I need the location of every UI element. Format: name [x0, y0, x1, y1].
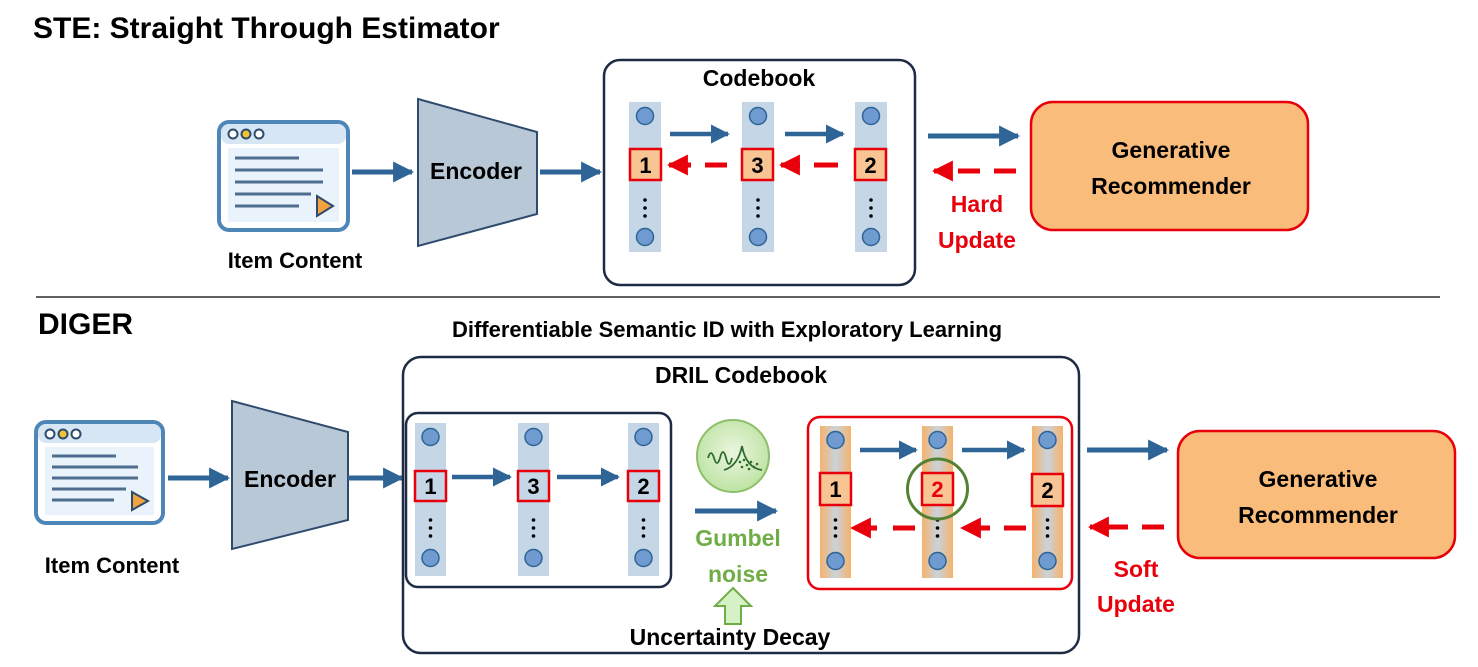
selected-code-highlight	[906, 457, 969, 521]
ste-recommender-label-1: Generative	[1112, 137, 1231, 163]
ste-code-1: 1	[639, 153, 651, 178]
uncertainty-decay-label: Uncertainty Decay	[630, 624, 831, 650]
dril-left-column-2: 3	[516, 423, 551, 576]
gumbel-noise-label-1: Gumbel	[695, 525, 781, 551]
gumbel-noise-icon	[696, 419, 770, 493]
ste-code-box-3	[853, 147, 888, 182]
dril-right-column-3: 2	[1030, 426, 1065, 578]
ste-codebook-label: Codebook	[703, 65, 816, 91]
gumbel-noise-label-2: noise	[708, 561, 768, 587]
dril-left-code-3: 2	[637, 474, 649, 499]
diger-recommender-label-2: Recommender	[1238, 502, 1398, 528]
ste-encoder	[417, 97, 538, 248]
dril-codebook-label: DRIL Codebook	[655, 362, 827, 388]
dril-right-column-2: 2	[906, 426, 969, 578]
ste-update-label-2: Update	[938, 227, 1016, 253]
diger-item-label: Item Content	[45, 553, 180, 578]
ste-codebook-column-1: 1	[628, 102, 663, 252]
ste-code-box-1	[628, 147, 663, 182]
browser-window-icon	[217, 120, 350, 232]
browser-window-icon	[34, 420, 165, 525]
dril-left-code-1: 1	[424, 474, 436, 499]
diger-update-label-2: Update	[1097, 591, 1175, 617]
ste-generative-recommender	[1029, 100, 1310, 232]
dril-left-code-box-3	[626, 469, 661, 503]
diger-subtitle: Differentiable Semantic ID with Explorat…	[452, 317, 1002, 342]
diger-encoder	[231, 399, 349, 551]
ste-recommender-label-2: Recommender	[1091, 173, 1251, 199]
dril-right-column-1: 1	[818, 426, 853, 578]
dril-left-column-3: 2	[626, 423, 661, 576]
dril-right-code-box-3	[1030, 472, 1065, 508]
ste-code-3: 2	[864, 153, 876, 178]
dril-right-code-3: 2	[1041, 478, 1053, 503]
dril-left-code-2: 3	[527, 474, 539, 499]
diger-encoder-label: Encoder	[244, 466, 336, 492]
diger-title: DIGER	[38, 308, 133, 341]
dril-left-column-1: 1	[413, 423, 448, 576]
up-arrow-icon	[712, 586, 754, 625]
dril-left-code-box-1	[413, 469, 448, 503]
diger-recommender-label-1: Generative	[1259, 466, 1378, 492]
dril-right-code-2: 2	[931, 477, 943, 502]
dril-right-code-1: 1	[829, 477, 841, 502]
dril-left-code-box-2	[516, 469, 551, 503]
diger-update-label-1: Soft	[1114, 556, 1159, 582]
ste-update-label-1: Hard	[951, 191, 1003, 217]
ste-codebook-column-3: 2	[853, 102, 888, 252]
ste-encoder-label: Encoder	[430, 158, 522, 184]
ste-codebook-column-2: 3	[740, 102, 775, 252]
diger-generative-recommender	[1176, 429, 1457, 560]
dril-right-code-box-2	[920, 471, 955, 507]
dril-right-code-box-1	[818, 471, 853, 507]
ste-code-box-2	[740, 147, 775, 182]
ste-title: STE: Straight Through Estimator	[33, 12, 500, 45]
ste-item-label: Item Content	[228, 248, 363, 273]
ste-code-2: 3	[751, 153, 763, 178]
